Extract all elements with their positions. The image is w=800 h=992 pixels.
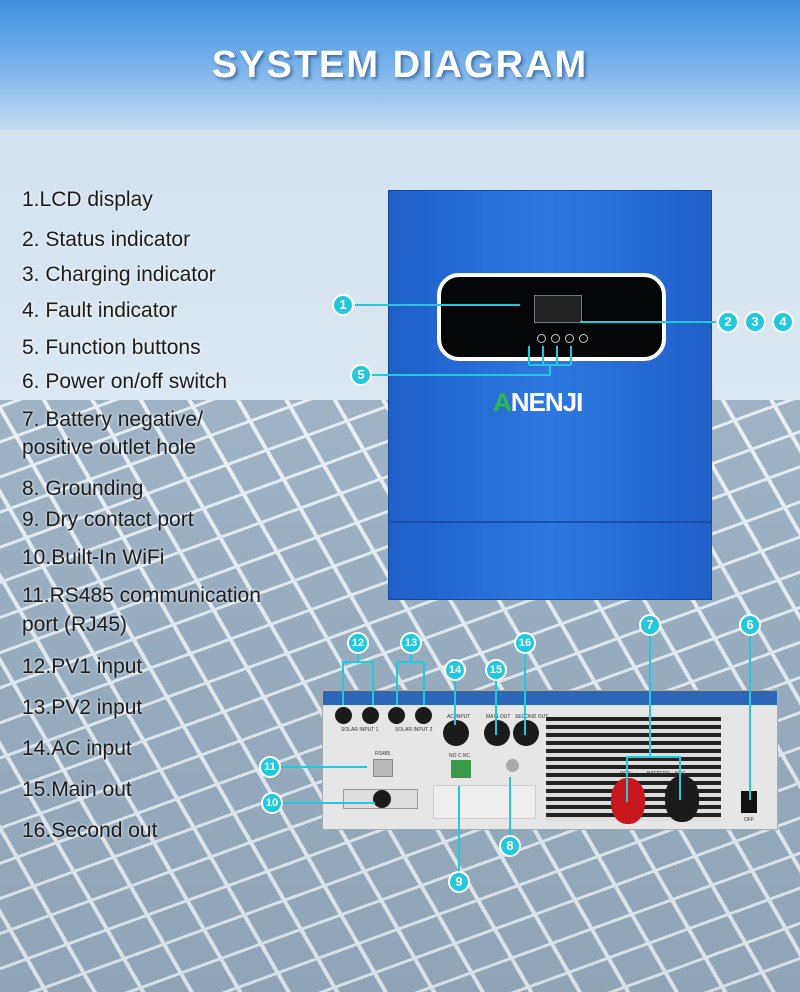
solar1-label: SOLAR INPUT 1: [341, 727, 379, 733]
panel-top-strip: [323, 691, 777, 705]
legend-item: 3. Charging indicator: [22, 263, 216, 286]
callout-11: 11: [259, 756, 281, 778]
pv1-port: [362, 707, 379, 724]
callout-14: 14: [444, 659, 466, 681]
callout-2: 2: [717, 311, 739, 333]
legend-item: 4. Fault indicator: [22, 299, 178, 322]
legend-item: 12.PV1 input: [22, 655, 143, 678]
legend-item: 14.AC input: [22, 737, 132, 760]
pv2-port: [388, 707, 405, 724]
callout-5: 5: [350, 364, 372, 386]
legend-item: 16.Second out: [22, 819, 158, 842]
cover-plate: [433, 785, 536, 819]
display-panel: [437, 273, 666, 361]
inverter-bottom-panel: SOLAR INPUT 1 SOLAR INPUT 2 AC INPUT MAI…: [322, 690, 778, 830]
pv1-port: [335, 707, 352, 724]
legend-item: 6. Power on/off switch: [22, 370, 228, 393]
battery-label: BATTERY: [647, 771, 670, 777]
solar2-label: SOLAR INPUT 2: [395, 727, 433, 733]
legend-item: 15.Main out: [22, 778, 132, 801]
inverter-front: ANENJI: [388, 190, 712, 600]
panel-divider: [389, 521, 711, 523]
down-button[interactable]: [565, 334, 574, 343]
callout-12: 12: [347, 632, 369, 654]
callout-15: 15: [485, 659, 507, 681]
power-switch[interactable]: [741, 791, 757, 813]
callout-9: 9: [448, 871, 470, 893]
callout-3: 3: [744, 311, 766, 333]
dry-contact-label: NO C NC: [449, 753, 471, 759]
callout-1: 1: [332, 294, 354, 316]
legend-item: 8. Grounding: [22, 477, 144, 500]
rj45-port: [373, 759, 393, 777]
legend-item: 5. Function buttons: [22, 336, 201, 359]
esc-button[interactable]: [537, 334, 546, 343]
callout-8: 8: [499, 835, 521, 857]
grounding-screw: [506, 759, 519, 772]
legend-item: 1.LCD display: [22, 188, 153, 211]
legend-item: 10.Built-In WiFi: [22, 546, 165, 569]
callout-16: 16: [514, 632, 536, 654]
brand-logo: ANENJI: [493, 387, 583, 417]
wifi-antenna: [373, 790, 391, 808]
off-label: OFF: [744, 817, 754, 823]
legend-item: 11.RS485 communication: [22, 584, 261, 607]
legend-item: port (RJ45): [22, 613, 128, 636]
dry-contact-port: [451, 760, 471, 778]
callout-4: 4: [772, 311, 794, 333]
pv2-port: [415, 707, 432, 724]
callout-6: 6: [739, 614, 761, 636]
header-banner: SYSTEM DIAGRAM: [0, 0, 800, 130]
ac-label: AC INPUT: [447, 714, 471, 720]
callout-7: 7: [639, 614, 661, 636]
page-title: SYSTEM DIAGRAM: [211, 44, 589, 86]
legend-item: 13.PV2 input: [22, 696, 143, 719]
callout-10: 10: [261, 792, 283, 814]
main-label: MAIN OUT: [486, 714, 511, 720]
legend-item: 9. Dry contact port: [22, 508, 194, 531]
legend-item: 7. Battery negative/: [22, 408, 203, 431]
enter-button[interactable]: [579, 334, 588, 343]
legend-item: positive outlet hole: [22, 436, 196, 459]
rs485-label: RS485: [375, 751, 391, 757]
legend-item: 2. Status indicator: [22, 228, 191, 251]
lcd-screen: [534, 295, 582, 323]
second-label: SECOND OUT: [515, 714, 549, 720]
callout-13: 13: [400, 632, 422, 654]
battery-negative-hole: [665, 776, 699, 822]
neg-label: NEG-: [675, 771, 688, 777]
up-button[interactable]: [551, 334, 560, 343]
